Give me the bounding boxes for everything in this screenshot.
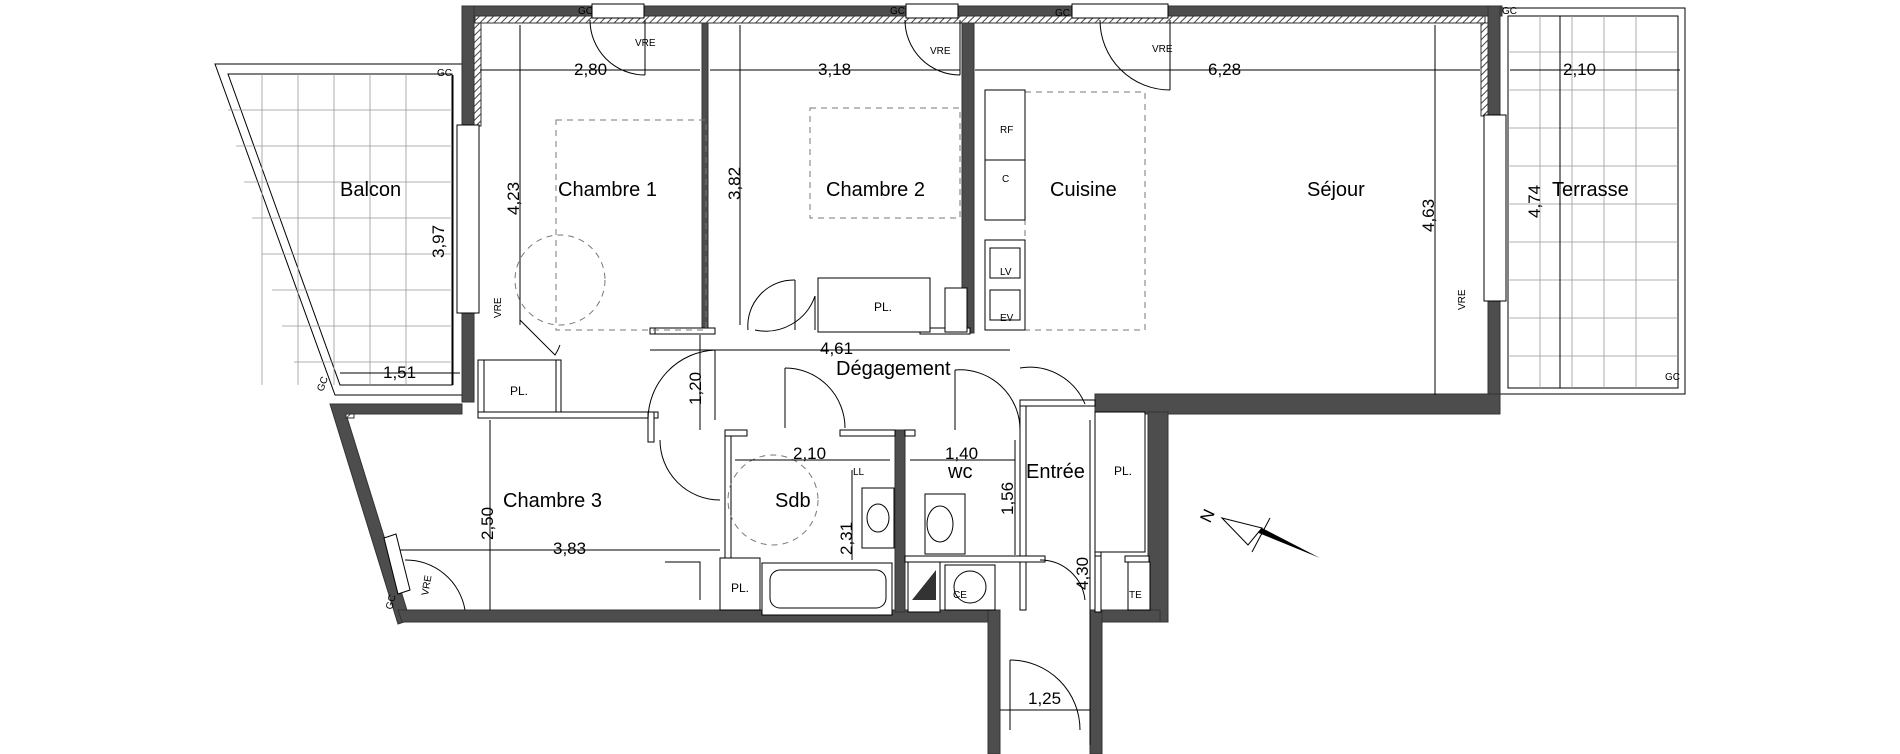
windows [383, 3, 1507, 595]
room-label-sejour: Séjour [1307, 179, 1365, 201]
dim-wc-depth: 1,56 [998, 482, 1017, 515]
ll-label: LL [853, 467, 865, 478]
dim-balcon-width: 1,51 [383, 363, 416, 382]
room-label-terrasse: Terrasse [1552, 179, 1629, 201]
dim-chambre3-depth: 2,50 [478, 507, 497, 540]
vre-label: VRE [420, 574, 434, 596]
room-label-chambre-3: Chambre 3 [503, 490, 602, 512]
dim-chambre1-depth: 4,23 [504, 182, 523, 215]
dim-chambre2-depth: 3,82 [725, 167, 744, 200]
dim-sdb-width: 2,10 [793, 444, 826, 463]
ev-label: EV [1000, 313, 1014, 324]
dim-degagement-width: 1,20 [686, 372, 705, 405]
balcon-deck [214, 63, 463, 396]
gc-label: GC [1055, 8, 1070, 19]
vre-label: VRE [635, 38, 656, 49]
terrasse-deck [1499, 7, 1686, 395]
room-label-entree: Entrée [1026, 461, 1085, 483]
dim-chambre2-width: 3,18 [818, 60, 851, 79]
dim-degagement-length: 4,61 [820, 339, 853, 358]
dim-terrasse-width: 2,10 [1563, 60, 1596, 79]
room-label-degagement: Dégagement [836, 358, 951, 380]
room-label-balcon: Balcon [340, 179, 401, 201]
pl-label: PL. [731, 581, 749, 595]
exterior-walls [329, 5, 1503, 754]
doors [404, 19, 1171, 731]
furniture-outlines [514, 91, 1146, 546]
room-label-chambre-2: Chambre 2 [826, 179, 925, 201]
dim-wc-width: 1,40 [945, 444, 978, 463]
gc-label: GC [578, 6, 593, 17]
dim-entree-depth: 4,30 [1073, 557, 1092, 590]
te-label: TE [1129, 590, 1142, 601]
dim-balcon-depth: 3,97 [429, 225, 448, 258]
compass-north-arrow-icon: N [1196, 506, 1320, 558]
dimension-lines [340, 16, 1680, 745]
pl-label: PL. [874, 300, 892, 314]
gc-label: GC [890, 6, 905, 17]
interior-walls [477, 22, 1150, 613]
pl-label: PL. [510, 384, 528, 398]
dim-chambre3-width: 3,83 [553, 539, 586, 558]
gc-label: GC [315, 375, 330, 393]
dim-entree-width: 1,25 [1028, 689, 1061, 708]
vre-label: VRE [930, 46, 951, 57]
room-label-cuisine: Cuisine [1050, 179, 1117, 201]
ce-label: CE [953, 590, 967, 601]
gc-label: GC [1502, 6, 1517, 17]
room-label-sdb: Sdb [775, 490, 811, 512]
vre-label: VRE [493, 297, 504, 318]
dimension-values: 2,80 3,18 6,28 2,10 3,97 4,23 3,82 4,63 … [383, 60, 1596, 708]
pl-label: PL. [1114, 464, 1132, 478]
rf-label: RF [1000, 125, 1013, 136]
room-label-chambre-1: Chambre 1 [558, 179, 657, 201]
dim-chambre1-width: 2,80 [574, 60, 607, 79]
dim-terrasse-depth: 4,74 [1525, 185, 1544, 218]
dim-sejour-width: 6,28 [1208, 60, 1241, 79]
dim-sdb-depth: 2,31 [837, 522, 856, 555]
room-labels: Balcon Chambre 1 Chambre 2 Cuisine Séjou… [340, 179, 1629, 512]
c-label: C [1002, 174, 1009, 185]
gc-label: GC [384, 593, 399, 610]
vre-label: VRE [1457, 289, 1468, 310]
annotations: GC GC GC GC GC GC GC GC VRE VRE VRE VRE … [315, 6, 1680, 611]
dim-sejour-depth: 4,63 [1419, 199, 1438, 232]
gc-label: GC [1665, 372, 1680, 383]
north-label: N [1196, 506, 1218, 525]
gc-label: GC [437, 68, 452, 79]
room-label-wc: wc [947, 461, 972, 483]
vre-label: VRE [1152, 44, 1173, 55]
fixtures [483, 89, 1151, 616]
lv-label: LV [1000, 267, 1012, 278]
